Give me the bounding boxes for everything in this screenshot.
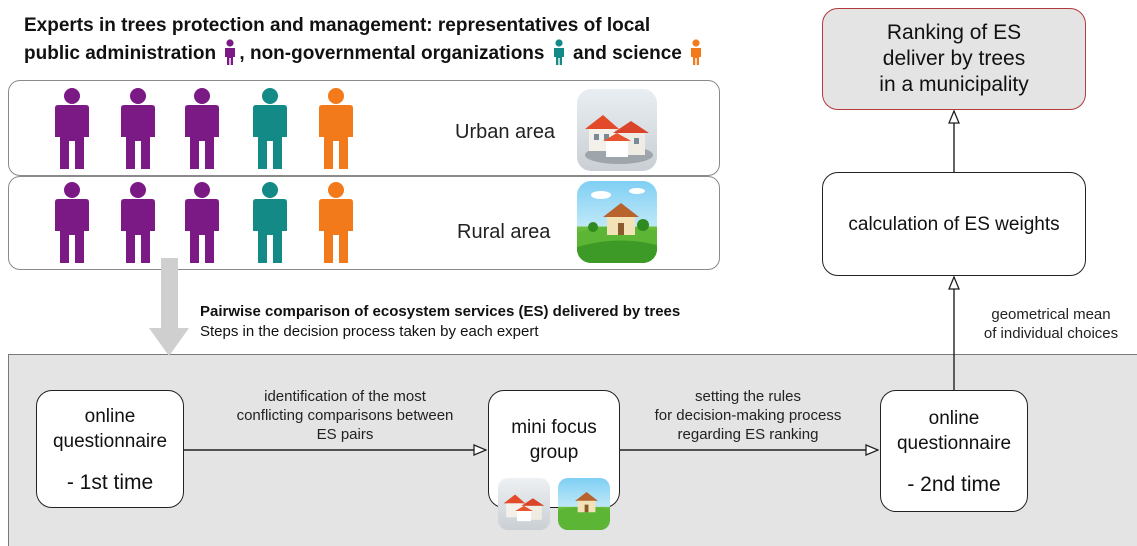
step-focus-line-1: mini focus <box>511 417 597 438</box>
title-science: and science <box>567 43 682 64</box>
title-line-2: public administration , non-governmental… <box>24 39 804 73</box>
step-first-line-3: - 1st time <box>66 470 154 494</box>
urban-houses-small-icon <box>498 478 550 530</box>
edge-first-line-3: ES pairs <box>316 426 374 443</box>
step-online-questionnaire-first: online questionnaire - 1st time <box>36 390 184 508</box>
pairwise-subheading: Steps in the decision process taken by e… <box>200 323 539 340</box>
rural-house-icon <box>577 181 657 263</box>
public-administration-expert-icon <box>121 88 155 169</box>
urban-houses-icon <box>577 89 657 171</box>
edge-second-line-1: setting the rules <box>695 388 801 405</box>
ranking-line-3: in a municipality <box>879 73 1029 96</box>
pairwise-heading: Pairwise comparison of ecosystem service… <box>200 303 681 320</box>
ngo-expert-icon <box>253 182 287 263</box>
rural-area-label: Rural area <box>457 221 551 243</box>
step-first-line-1: online <box>84 405 136 427</box>
edge-second-line-2: for decision-making process <box>654 407 842 424</box>
edge-second-line-3: regarding ES ranking <box>677 426 819 443</box>
title-ngo: , non-governmental organizations <box>239 43 545 64</box>
rural-house-small-icon <box>558 478 610 530</box>
edge-label-first-to-focus: identification of the most conflicting c… <box>210 387 480 444</box>
urban-area-label: Urban area <box>455 121 556 143</box>
title-line-1: Experts in trees protection and manageme… <box>24 15 651 36</box>
public-administration-expert-icon <box>185 88 219 169</box>
step-second-line-3: - 2nd time <box>907 472 1001 496</box>
pairwise-caption: Pairwise comparison of ecosystem service… <box>200 302 680 342</box>
urban-area-panel: Urban area <box>8 80 720 176</box>
science-expert-icon <box>319 88 353 169</box>
edge-label-focus-to-second: setting the rules for decision-making pr… <box>628 387 868 444</box>
result-ranking-of-es: Ranking of ES deliver by trees in a muni… <box>822 8 1086 110</box>
down-arrow <box>149 258 189 356</box>
step-second-line-1: online <box>928 407 980 429</box>
edge-first-line-2: conflicting comparisons between <box>236 407 454 424</box>
ngo-expert-icon <box>253 88 287 169</box>
public-administration-expert-icon <box>185 182 219 263</box>
public-administration-expert-icon <box>55 182 89 263</box>
ngo-person-icon <box>552 39 566 73</box>
diagram-title: Experts in trees protection and manageme… <box>24 12 804 73</box>
title-public-administration: public administration <box>24 43 217 64</box>
step-first-line-2: questionnaire <box>52 430 168 452</box>
public-administration-expert-icon <box>121 182 155 263</box>
step-second-line-2: questionnaire <box>896 432 1012 454</box>
science-expert-icon <box>319 182 353 263</box>
public-administration-expert-icon <box>55 88 89 169</box>
step-weights-label: calculation of ES weights <box>848 213 1060 235</box>
step-calculation-of-weights: calculation of ES weights <box>822 172 1086 276</box>
rural-area-panel: Rural area <box>8 176 720 270</box>
edge-label-second-to-weights: geometrical mean of individual choices <box>966 305 1136 343</box>
ranking-line-2: deliver by trees <box>882 47 1026 70</box>
edge-first-line-1: identification of the most <box>264 388 426 405</box>
science-person-icon <box>689 39 703 73</box>
ranking-line-1: Ranking of ES <box>886 21 1022 44</box>
public-administration-person-icon <box>223 39 237 73</box>
edge-third-line-1: geometrical mean <box>991 306 1111 323</box>
step-focus-line-2: group <box>529 442 579 463</box>
step-online-questionnaire-second: online questionnaire - 2nd time <box>880 390 1028 512</box>
edge-third-line-2: of individual choices <box>983 325 1119 342</box>
